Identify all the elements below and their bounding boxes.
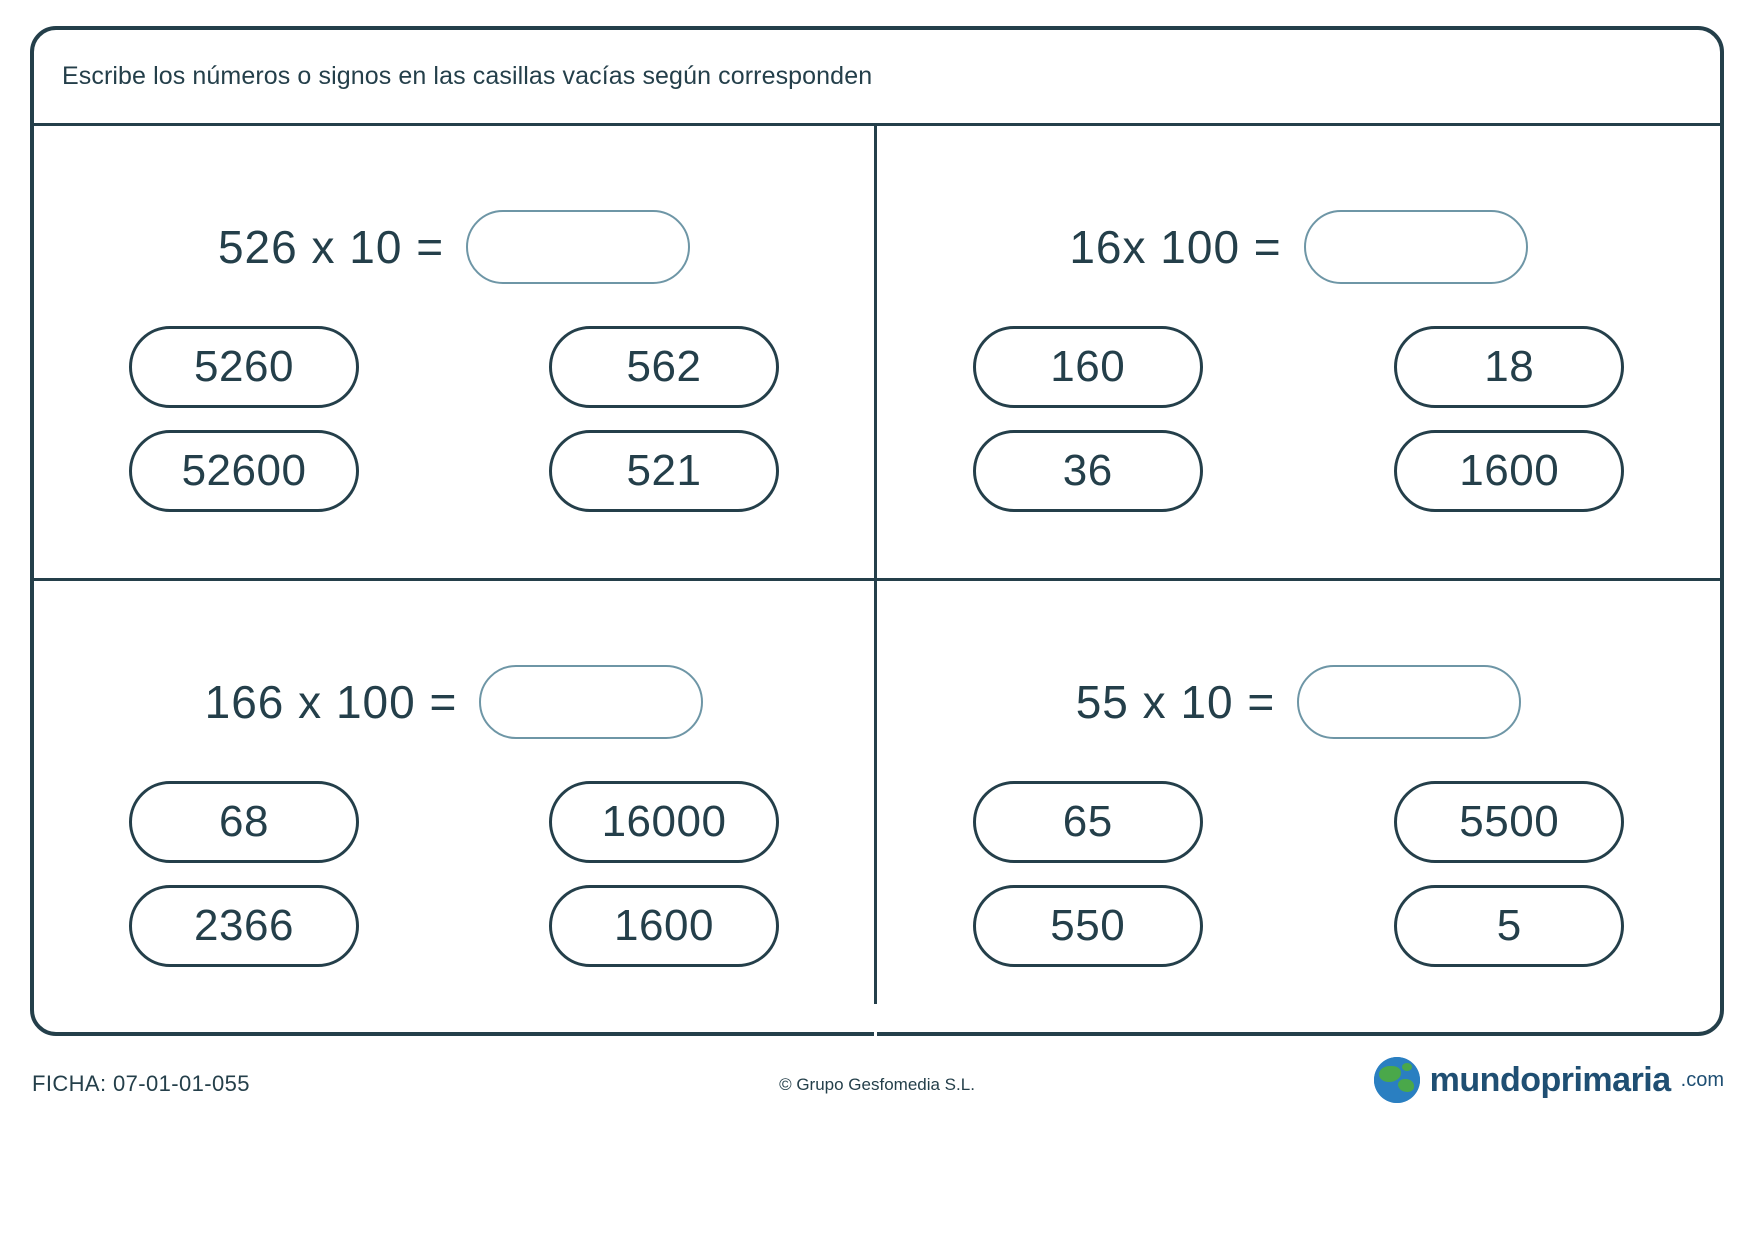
option-pill[interactable]: 68 — [129, 781, 359, 863]
brand-name: mundoprimaria — [1429, 1060, 1671, 1099]
exercise-quadrant-4: 55 x 10 = 65 5500 550 5 — [877, 581, 1720, 1036]
brand-logo[interactable]: mundoprimaria .com — [1373, 1057, 1724, 1103]
option-pill[interactable]: 5 — [1394, 885, 1625, 967]
brand-suffix: .com — [1680, 1068, 1724, 1091]
exercise-quadrant-2: 16x 100 = 160 18 36 1600 — [877, 126, 1720, 581]
exercise-quadrant-3: 166 x 100 = 68 16000 2366 1600 — [34, 581, 877, 1036]
options-grid-3: 68 16000 2366 1600 — [34, 781, 874, 967]
options-grid-2: 160 18 36 1600 — [877, 326, 1720, 512]
ficha-code: FICHA: 07-01-01-055 — [32, 1071, 250, 1096]
option-pill[interactable]: 5500 — [1394, 781, 1625, 863]
option-pill[interactable]: 562 — [549, 326, 779, 408]
option-pill[interactable]: 1600 — [549, 885, 779, 967]
option-pill[interactable]: 36 — [972, 430, 1203, 512]
option-pill[interactable]: 550 — [972, 885, 1203, 967]
equation-text-3: 166 x 100 = — [204, 676, 458, 728]
page-footer: FICHA: 07-01-01-055 © Grupo Gesfomedia S… — [30, 1055, 1724, 1125]
option-pill[interactable]: 521 — [549, 430, 779, 512]
exercise-grid: 526 x 10 = 5260 562 52600 521 16x 100 = … — [34, 126, 1720, 1036]
option-pill[interactable]: 2366 — [129, 885, 359, 967]
copyright-text: © Grupo Gesfomedia S.L. — [779, 1075, 975, 1094]
option-pill[interactable]: 18 — [1394, 326, 1625, 408]
option-pill[interactable]: 5260 — [129, 326, 359, 408]
option-pill[interactable]: 16000 — [549, 781, 779, 863]
answer-input-3[interactable] — [479, 665, 704, 739]
equation-text-4: 55 x 10 = — [1075, 676, 1276, 728]
option-pill[interactable]: 65 — [972, 781, 1203, 863]
equation-row-3: 166 x 100 = — [34, 665, 874, 739]
option-pill[interactable]: 1600 — [1394, 430, 1625, 512]
instruction-band: Escribe los números o signos en las casi… — [34, 30, 1720, 126]
exercise-quadrant-1: 526 x 10 = 5260 562 52600 521 — [34, 126, 877, 581]
globe-icon — [1373, 1057, 1420, 1103]
option-pill[interactable]: 160 — [972, 326, 1203, 408]
answer-input-4[interactable] — [1297, 665, 1522, 739]
option-pill[interactable]: 52600 — [129, 430, 359, 512]
equation-text-1: 526 x 10 = — [217, 221, 445, 273]
equation-text-2: 16x 100 = — [1069, 221, 1282, 273]
equation-row-4: 55 x 10 = — [877, 665, 1720, 739]
worksheet-card: Escribe los números o signos en las casi… — [30, 26, 1724, 1036]
instruction-text: Escribe los números o signos en las casi… — [62, 62, 873, 90]
options-grid-1: 5260 562 52600 521 — [34, 326, 874, 512]
options-grid-4: 65 5500 550 5 — [877, 781, 1720, 967]
equation-row-2: 16x 100 = — [877, 210, 1720, 284]
answer-input-2[interactable] — [1303, 210, 1528, 284]
answer-input-1[interactable] — [466, 210, 691, 284]
equation-row-1: 526 x 10 = — [34, 210, 874, 284]
